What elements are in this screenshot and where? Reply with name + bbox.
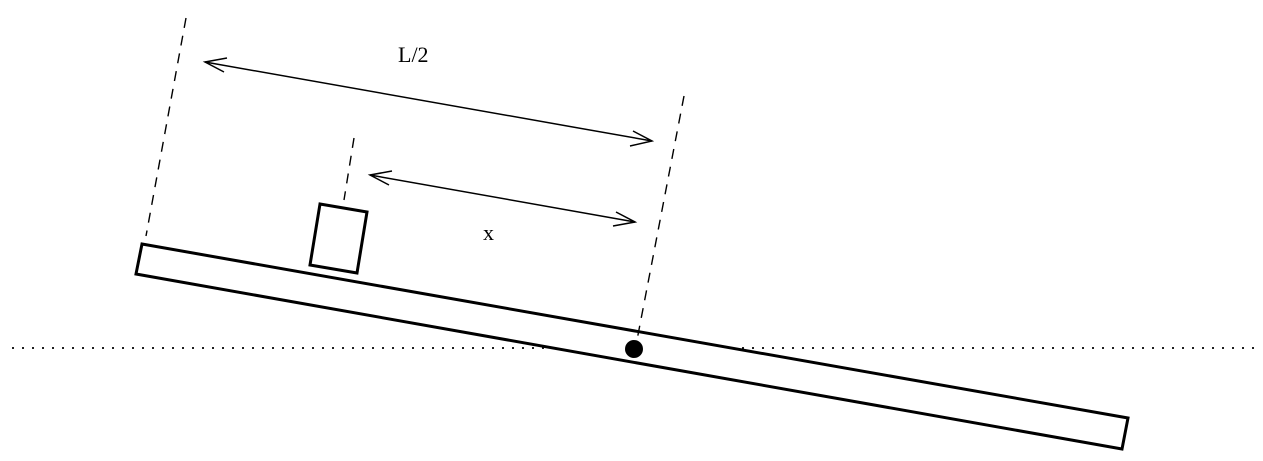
half-length-label: L/2 bbox=[398, 42, 429, 67]
left-end-guide-line bbox=[145, 17, 187, 237]
distance-arrow bbox=[367, 170, 638, 227]
pivot-point bbox=[625, 340, 643, 358]
half-length-arrow bbox=[202, 57, 655, 147]
block-guide-line bbox=[343, 137, 355, 201]
block bbox=[308, 202, 369, 275]
pivot-guide-line bbox=[636, 95, 685, 341]
distance-label: x bbox=[483, 220, 494, 245]
